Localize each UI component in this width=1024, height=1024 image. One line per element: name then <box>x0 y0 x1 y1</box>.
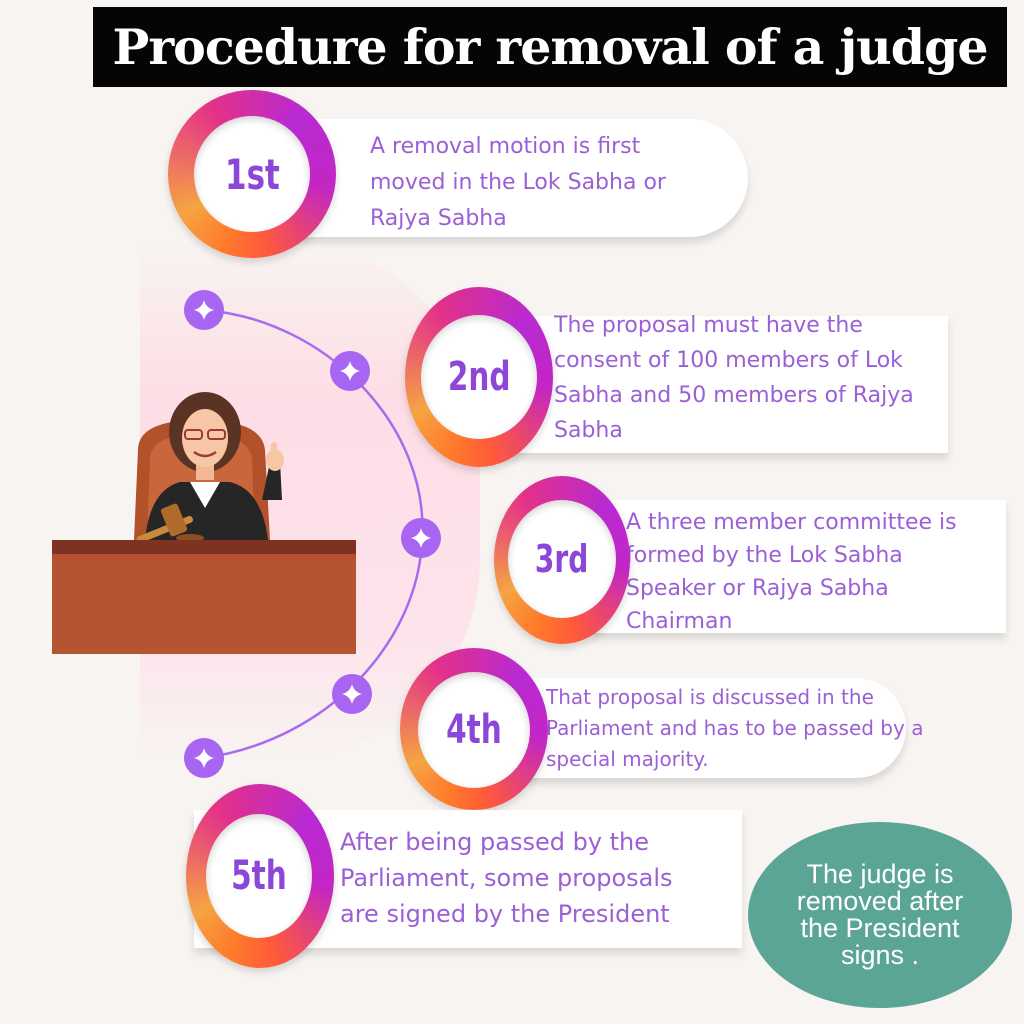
step-badge-1: 1st <box>168 90 336 258</box>
step-card-2: The proposal must have the consent of 10… <box>500 313 948 453</box>
step-2-line-4: Sabha <box>554 418 623 443</box>
page-title: Procedure for removal of a judge <box>112 18 988 76</box>
step-2-line-1: The proposal must have the <box>554 313 863 338</box>
step-4-line-2: Parliament and has to be passed by a <box>546 716 924 740</box>
step-1-line-1: A removal motion is first <box>370 134 641 159</box>
step-2-line-2: consent of 100 members of Lok <box>554 348 903 373</box>
step-badge-4: 4th <box>400 648 548 810</box>
step-2-line-3: Sabha and 50 members of Rajya <box>554 383 914 408</box>
step-1-line-3: Rajya Sabha <box>370 206 507 231</box>
step-3-label: 3rd <box>535 537 589 581</box>
step-badge-2: 2nd <box>405 287 553 467</box>
title-bar: Procedure for removal of a judge <box>93 7 1007 87</box>
final-note-text: The judge is removed after the President… <box>796 859 964 970</box>
step-2-label: 2nd <box>447 354 511 400</box>
sparkle-node-icon <box>184 738 224 778</box>
step-3-line-1: A three member committee is <box>626 510 957 535</box>
sparkle-node-icon <box>330 351 370 391</box>
step-3-line-3: Speaker or Rajya Sabha <box>626 576 889 601</box>
step-card-3: A three member committee is formed by th… <box>590 500 1006 634</box>
sparkle-node-icon <box>184 290 224 330</box>
step-4-label: 4th <box>446 707 502 753</box>
step-badge-3: 3rd <box>494 476 630 644</box>
step-1-label: 1st <box>224 149 280 199</box>
step-4-line-1: That proposal is discussed in the <box>546 685 874 709</box>
sparkle-node-icon <box>401 518 441 558</box>
step-3-line-4: Chairman <box>626 609 733 634</box>
final-note-circle: The judge is removed after the President… <box>748 822 1012 1008</box>
step-3-line-2: formed by the Lok Sabha <box>626 543 903 568</box>
sparkle-node-icon <box>332 674 372 714</box>
step-badge-5: 5th <box>186 784 334 968</box>
step-4-line-3: special majority. <box>546 747 709 771</box>
step-card-1: A removal motion is first moved in the L… <box>300 119 748 237</box>
step-5-line-1: After being passed by the <box>340 828 650 856</box>
judge-illustration <box>52 392 356 654</box>
step-5-label: 5th <box>231 853 287 899</box>
step-5-line-2: Parliament, some proposals <box>340 864 673 892</box>
step-1-line-2: moved in the Lok Sabha or <box>370 170 666 195</box>
step-5-line-3: are signed by the President <box>340 900 670 928</box>
